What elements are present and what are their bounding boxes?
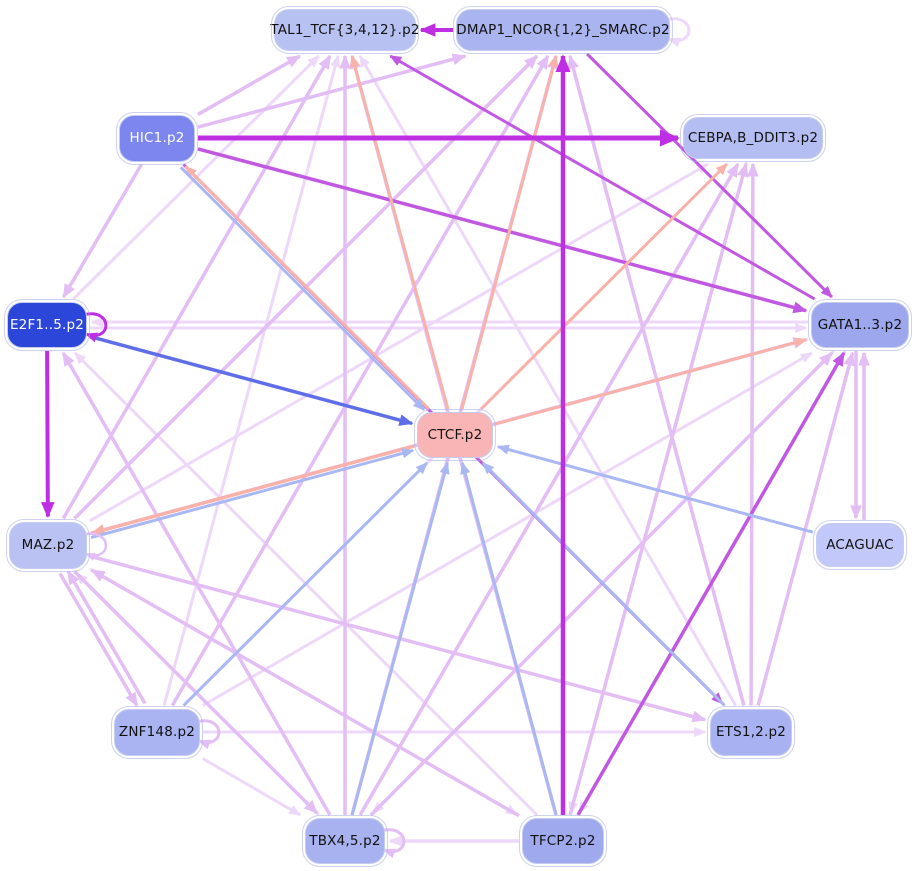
edge-CTCF-GATA (495, 337, 808, 426)
edge-CTCF-CEBPA (480, 162, 728, 411)
node-ets1[interactable]: ETS1,2.p2 (707, 705, 795, 759)
self-loop-MAZ (82, 532, 108, 561)
edge-MAZ-TAL1 (61, 54, 332, 520)
node-label: CEBPA,B_DDIT3.p2 (687, 130, 819, 146)
node-label: GATA1..3.p2 (817, 317, 903, 333)
node-label: DMAP1_NCOR{1,2}_SMARC.p2 (456, 22, 670, 38)
edge-MAZ-ZNF148 (58, 572, 139, 707)
edge-ZNF148-TBX4 (201, 757, 302, 817)
edge-TFCP2-GATA (576, 351, 846, 816)
node-label: ACAGUAC (826, 537, 894, 553)
edge-ETS1-CEBPA (746, 162, 759, 706)
edge-E2F1-MAZ (41, 350, 55, 519)
edge-TBX4-E2F1 (61, 351, 332, 816)
edge-HIC1-CTCF (179, 166, 426, 411)
edge-CTCF-DMAP1 (460, 54, 559, 410)
edge-TFCP2-MAZ (90, 568, 520, 818)
edge-ZNF148-DMAP1 (170, 54, 550, 707)
node-label: CTCF.p2 (427, 427, 483, 443)
edge-DMAP1-GATA (586, 52, 833, 299)
edge-CTCF-HIC1 (184, 165, 430, 411)
node-label: TFCP2.p2 (530, 833, 596, 849)
edge-MAZ-CTCF (90, 448, 415, 539)
edge-ETS1-TAL1 (358, 54, 737, 707)
node-hic1[interactable]: HIC1.p2 (116, 111, 198, 165)
edge-TFCP2-CTCF (460, 461, 558, 816)
edge-HIC1-TAL1 (197, 54, 301, 116)
node-tal1[interactable]: TAL1_TCF{3,4,12}.p2 (270, 6, 419, 54)
edge-CTCF-MAZ (90, 444, 415, 536)
node-ctcf[interactable]: CTCF.p2 (414, 409, 496, 461)
edge-TBX4-CEBPA (358, 162, 740, 816)
edge-ZNF148-CTCF (182, 461, 428, 707)
self-loop-E2F1 (82, 312, 108, 343)
edge-ZNF148-MAZ (66, 570, 147, 705)
node-label: ZNF148.p2 (118, 724, 196, 740)
node-label: MAZ.p2 (21, 537, 75, 553)
edge-TBX4-CTCF (350, 461, 450, 816)
node-label: ETS1,2.p2 (715, 724, 787, 740)
node-label: TAL1_TCF{3,4,12}.p2 (270, 22, 420, 38)
edge-HIC1-E2F1 (61, 163, 143, 299)
node-znf148[interactable]: ZNF148.p2 (111, 705, 203, 759)
edge-HIC1-GATA (197, 147, 808, 314)
edge-ETS1-CTCF (481, 461, 726, 707)
node-tbx4[interactable]: TBX4,5.p2 (302, 815, 388, 867)
edge-E2F1-CTCF (89, 334, 414, 426)
node-maz[interactable]: MAZ.p2 (6, 518, 90, 572)
edge-ZNF148-GATA (202, 351, 813, 707)
node-label: HIC1.p2 (129, 130, 185, 146)
node-label: TBX4,5.p2 (309, 833, 381, 849)
node-cebpa[interactable]: CEBPA,B_DDIT3.p2 (680, 114, 826, 162)
edge-CTCF-TAL1 (349, 54, 450, 410)
node-acaguac[interactable]: ACAGUAC (813, 520, 907, 570)
node-gata[interactable]: GATA1..3.p2 (808, 299, 912, 351)
self-loop-DMAP1 (665, 17, 691, 48)
edge-HIC1-DMAP1 (197, 53, 467, 129)
node-e2f1[interactable]: E2F1..5.p2 (4, 299, 90, 351)
edge-MAZ-CEBPA (89, 162, 710, 523)
node-label: E2F1..5.p2 (9, 317, 85, 333)
self-loop-TBX4 (380, 828, 406, 859)
self-loop-ZNF148 (195, 719, 221, 750)
edge-GATA-TAL1 (389, 54, 816, 301)
node-dmap1[interactable]: DMAP1_NCOR{1,2}_SMARC.p2 (453, 6, 673, 54)
edge-ACAGUAC-CTCF (496, 444, 814, 534)
node-tfcp2[interactable]: TFCP2.p2 (519, 815, 607, 867)
